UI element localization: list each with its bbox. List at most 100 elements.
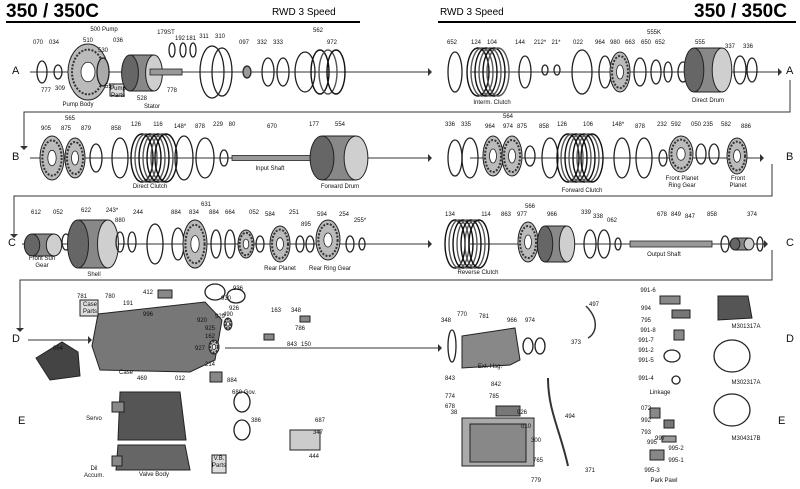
title-right: 350 / 350C xyxy=(694,1,787,22)
part-number-label: 179ST xyxy=(157,30,175,36)
part-number-label: 177 xyxy=(309,122,320,128)
part-number-label: 254 xyxy=(339,212,350,218)
part-number-label: 181 xyxy=(186,36,197,42)
part-caption: Stator xyxy=(144,104,160,110)
part-number-label: 022 xyxy=(573,40,584,46)
governor xyxy=(233,391,251,413)
part-number-label: 373 xyxy=(571,340,582,346)
planet-carrier xyxy=(39,135,65,181)
case-parts-box xyxy=(79,299,99,317)
part-number-label: 886 xyxy=(741,124,752,130)
gasket-m302317a xyxy=(713,339,751,373)
detent xyxy=(299,315,311,323)
part-number-label: 126 xyxy=(131,122,142,128)
part-number-label: 858 xyxy=(539,124,550,130)
part-caption: Park Pawl xyxy=(650,478,677,484)
part-caption: Ext. Hsg. xyxy=(478,364,503,370)
part-number-label: 564 xyxy=(503,114,514,120)
governor-cover xyxy=(233,419,251,441)
part-number-label: 347 xyxy=(313,430,324,436)
part-number-label: 966 xyxy=(507,318,518,324)
part-number-label: 927 xyxy=(195,346,206,352)
part-number-label: 964 xyxy=(485,124,496,130)
interm-sprag xyxy=(294,51,316,93)
connector xyxy=(263,333,275,341)
seal-ring xyxy=(518,55,532,89)
part-number-label: 562 xyxy=(313,28,324,34)
part-number-label: 126 xyxy=(557,122,568,128)
sun-gear xyxy=(64,137,86,179)
part-number-label: 070 xyxy=(33,40,44,46)
part-number-label: 050 xyxy=(691,122,702,128)
dipstick-tube xyxy=(547,377,569,467)
part-number-label: 843 xyxy=(287,342,298,348)
thrust-washer xyxy=(115,231,125,253)
part-caption: Reverse Clutch xyxy=(457,270,498,276)
part-number-label: 097 xyxy=(239,40,250,46)
part-number-label: 052 xyxy=(53,210,64,216)
part-caption: Servo xyxy=(86,416,102,422)
part-caption: Planet xyxy=(729,183,746,189)
bushing xyxy=(658,149,668,167)
part-number-label: 996 xyxy=(143,312,154,318)
linkage-lever xyxy=(659,295,681,305)
front-planet-ring-gear xyxy=(668,135,694,173)
seal-ring xyxy=(583,229,597,259)
part-caption: Parts xyxy=(111,93,125,99)
part-number-label: 980 xyxy=(610,40,621,46)
snap-ring xyxy=(650,59,662,85)
flow-arrowhead xyxy=(10,234,18,238)
part-number-label: 652 xyxy=(447,40,458,46)
part-number-label: 770 xyxy=(457,312,468,318)
flow-arrowhead xyxy=(760,154,764,162)
reaction-ring xyxy=(146,223,164,265)
bearing xyxy=(242,65,252,79)
part-number-label: 332 xyxy=(257,40,268,46)
part-number-label: 964 xyxy=(595,40,606,46)
flow-arrowhead xyxy=(88,336,92,344)
part-number-label: 878 xyxy=(195,124,206,130)
linkage-rod xyxy=(671,309,691,319)
part-number-label: 064 xyxy=(53,346,64,352)
part-number-label: 052 xyxy=(249,210,260,216)
part-number-label: 652 xyxy=(655,40,666,46)
part-number-label: 592 xyxy=(671,122,682,128)
part-number-label: 114 xyxy=(481,212,491,218)
part-number-label: 565 xyxy=(65,116,76,122)
filter-screen xyxy=(495,405,521,417)
part-number-label: 235 xyxy=(703,122,714,128)
part-number-label: 339 xyxy=(581,210,592,216)
band-ring xyxy=(199,45,225,99)
part-number-label: 144 xyxy=(515,40,526,46)
part-number-label: 333 xyxy=(273,40,284,46)
row-letter: A xyxy=(786,65,794,77)
thrust-washer xyxy=(255,235,265,253)
o-ring xyxy=(553,64,561,76)
thrust-ring xyxy=(111,137,129,179)
part-number-label: 875 xyxy=(517,124,528,130)
part-caption: Pump xyxy=(110,86,126,92)
parts-layer xyxy=(23,42,764,474)
row-letter: E xyxy=(778,415,785,427)
part-number-label: 594 xyxy=(317,212,328,218)
wiring-harness xyxy=(289,429,321,451)
part-number-label: 191 xyxy=(123,301,134,307)
part-number-label: 412 xyxy=(143,290,154,296)
part-number-label: 310 xyxy=(215,34,226,40)
interm-clutch-pack xyxy=(466,47,510,97)
part-number-label: 584 xyxy=(265,212,276,218)
valve-body xyxy=(117,391,187,441)
pump-gasket-m301317a xyxy=(717,295,753,321)
subtitle-right: RWD 3 Speed xyxy=(440,7,504,18)
part-number-label: 528 xyxy=(137,96,148,102)
spring-retainer xyxy=(501,135,523,177)
park-pawl-rod xyxy=(661,435,677,443)
part-number-label: 905 xyxy=(41,126,52,132)
snap-ring xyxy=(635,137,653,179)
part-caption: Rear Ring Gear xyxy=(309,266,351,272)
part-number-label: 774 xyxy=(445,394,456,400)
part-number-label: 678 xyxy=(445,404,456,410)
part-number-label: 995-3 xyxy=(644,468,660,474)
flow-arrowhead xyxy=(778,68,782,76)
row-letter: D xyxy=(12,333,20,345)
